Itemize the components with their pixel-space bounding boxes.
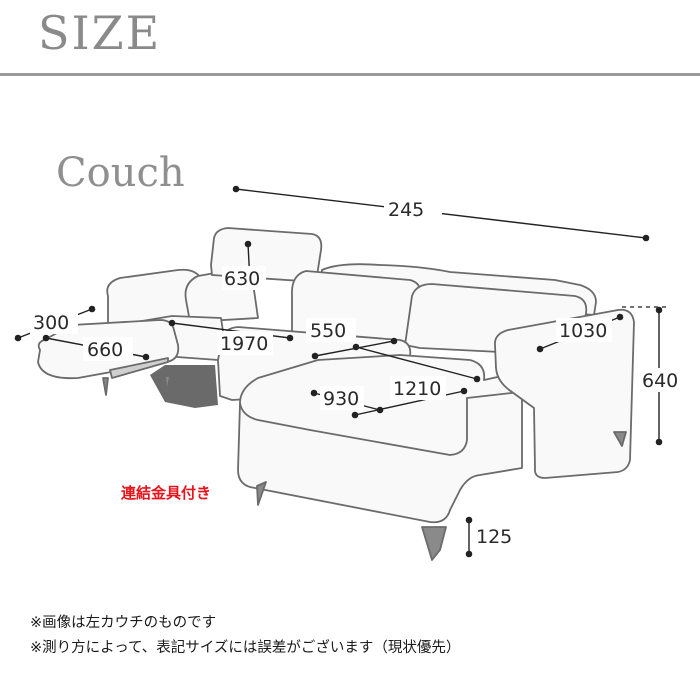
page-title: SIZE [38, 6, 162, 60]
dim-seat-depth: 1210 [393, 378, 441, 400]
dim-total-width: 245 [388, 199, 424, 221]
dim-leg-height: 125 [476, 526, 512, 548]
dim-back-to-seat: 550 [310, 320, 346, 342]
dim-back-height: 630 [224, 268, 260, 290]
floor-shadow [150, 365, 218, 408]
note-left-couch: ※画像は左カウチのものです [30, 615, 217, 631]
leg-chaise-front [256, 481, 267, 506]
right-arm [494, 308, 635, 479]
dim-total-height: 640 [642, 370, 678, 392]
leg-right-arm [613, 431, 627, 447]
connector-badge: 連結金具付き [121, 484, 212, 502]
title-divider [0, 73, 700, 76]
note-measurement-variance: ※測り方によって、表記サイズには誤差がございます（現状優先） [30, 640, 461, 656]
leg-chaise-center [421, 526, 447, 561]
product-name: Couch [56, 150, 185, 196]
dim-recliner-extension: 1970 [220, 333, 268, 355]
leg-left-back [164, 375, 171, 393]
dim-arm-depth: 1030 [559, 320, 607, 342]
dim-chaise-width: 930 [323, 388, 359, 410]
dim-footrest-length: 660 [87, 339, 123, 361]
dim-ottoman-depth: 300 [33, 312, 69, 334]
footrest-bar [109, 357, 169, 379]
leg-left-front [102, 377, 109, 396]
